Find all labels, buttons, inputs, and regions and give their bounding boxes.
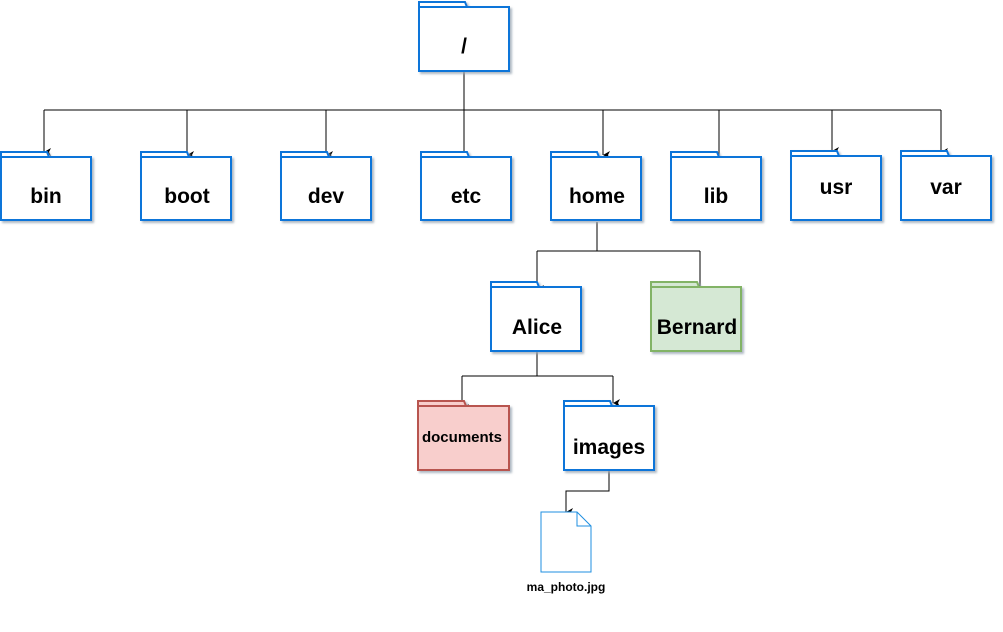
folder-icon [420,151,512,221]
file-icon [540,511,592,573]
folder-label-images: images [573,436,645,459]
folder-icon [140,151,232,221]
file-label-ma-photo: ma_photo.jpg [527,580,606,594]
folder-alice[interactable]: Alice [490,281,582,352]
folder-boot[interactable]: boot [140,151,232,221]
folder-var[interactable]: var [900,150,992,221]
folder-label-dev: dev [308,185,345,208]
folder-icon [563,400,655,471]
folder-label-home: home [569,185,625,208]
folder-icon [650,281,742,352]
folder-images[interactable]: images [563,400,655,471]
folder-label-lib: lib [704,185,729,208]
folder-bernard[interactable]: Bernard [650,281,742,352]
folder-etc[interactable]: etc [420,151,512,221]
folder-icon [790,150,882,221]
folder-label-etc: etc [451,185,482,208]
folder-label-alice: Alice [512,316,562,339]
folder-icon [670,151,762,221]
folder-label-bin: bin [30,185,62,208]
folder-icon [418,1,510,72]
folder-documents[interactable]: documents [417,400,510,471]
folder-label-var: var [930,176,962,199]
folder-bin[interactable]: bin [0,151,92,221]
folder-icon [490,281,582,352]
connector-images-file [565,471,610,516]
folder-icon [900,150,992,221]
folder-icon [280,151,372,221]
folder-label-bernard: Bernard [657,316,738,339]
folder-lib[interactable]: lib [670,151,762,221]
folder-label-root: / [461,35,467,58]
folder-label-documents: documents [422,429,502,446]
folder-usr[interactable]: usr [790,150,882,221]
folder-dev[interactable]: dev [280,151,372,221]
file-corner-fold [576,512,591,527]
file-ma-photo[interactable]: ma_photo.jpg [527,511,606,594]
folder-icon [417,400,510,471]
folder-home[interactable]: home [550,151,642,221]
folder-icon [550,151,642,221]
folder-root[interactable]: / [418,1,510,72]
connectors [43,72,948,516]
folder-label-boot: boot [164,185,209,208]
folder-icon [0,151,92,221]
folder-label-usr: usr [820,176,853,199]
